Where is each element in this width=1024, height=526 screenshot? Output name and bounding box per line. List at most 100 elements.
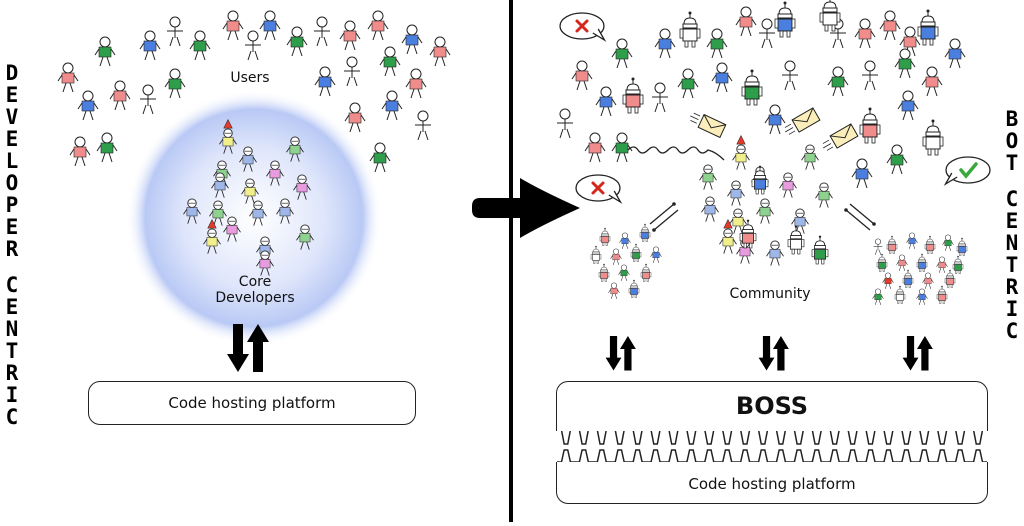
label-letter: T xyxy=(1005,151,1019,175)
boss-box: BOSS xyxy=(556,381,988,431)
community-member-icon xyxy=(729,208,747,234)
user-icon xyxy=(344,102,366,133)
robot-icon xyxy=(640,263,652,282)
robot-icon xyxy=(944,269,956,288)
core-label-line2: Developers xyxy=(215,290,295,306)
robot-icon xyxy=(628,279,640,298)
robot-icon xyxy=(590,245,602,264)
left-platform-label: Code hosting platform xyxy=(168,394,336,412)
label-letter: B xyxy=(1005,107,1019,131)
user-icon xyxy=(827,66,849,97)
community-label: Community xyxy=(729,286,811,302)
user-icon xyxy=(314,66,336,97)
core-label-line1: Core xyxy=(238,274,272,290)
robot-icon xyxy=(917,9,939,46)
label-letter: R xyxy=(1005,275,1019,299)
community-member-icon xyxy=(719,219,737,254)
core-developer-icon xyxy=(209,200,227,226)
user-icon xyxy=(862,60,878,91)
user-icon xyxy=(379,46,401,77)
mini-person-icon xyxy=(619,232,631,249)
boss-gear-teeth-top xyxy=(557,429,987,445)
rejection-speech-bubble xyxy=(559,12,607,42)
robot-icon xyxy=(894,285,906,304)
mini-person-icon xyxy=(608,282,620,299)
robot-icon xyxy=(598,263,610,282)
user-icon xyxy=(782,60,798,91)
mini-person-icon xyxy=(610,248,622,265)
core-developer-icon xyxy=(219,119,237,154)
user-icon xyxy=(167,16,183,47)
user-icon xyxy=(759,18,775,49)
label-letter: T xyxy=(1005,253,1019,277)
user-icon xyxy=(921,66,943,97)
robot-icon xyxy=(599,227,611,246)
mini-person-icon xyxy=(896,254,908,271)
cross-icon xyxy=(591,181,605,195)
core-developer-icon xyxy=(266,160,284,186)
user-icon xyxy=(764,104,786,135)
user-icon xyxy=(595,86,617,117)
label-letter: R xyxy=(5,237,19,261)
robot-icon xyxy=(956,237,968,256)
robot-icon xyxy=(936,285,948,304)
mini-person-icon xyxy=(942,234,954,251)
core-developer-icon xyxy=(293,174,311,200)
robot-icon xyxy=(902,269,914,288)
user-icon xyxy=(222,10,244,41)
cross-icon xyxy=(575,19,589,33)
community-member-icon xyxy=(791,208,809,234)
up-down-arrows-icon xyxy=(758,336,789,371)
robot-icon xyxy=(922,119,944,156)
core-developer-icon xyxy=(296,224,314,250)
user-icon xyxy=(611,132,633,163)
core-developer-icon xyxy=(183,198,201,224)
label-letter: C xyxy=(1005,187,1019,211)
label-letter: R xyxy=(5,361,19,385)
user-icon xyxy=(381,90,403,121)
checkmark-icon xyxy=(959,162,978,179)
robot-icon xyxy=(924,235,936,254)
community-member-icon xyxy=(766,240,784,266)
user-icon xyxy=(944,38,966,69)
core-developer-icon xyxy=(239,146,257,172)
robot-icon xyxy=(751,165,769,195)
mini-person-icon xyxy=(936,256,948,273)
user-icon xyxy=(94,36,116,67)
up-down-arrows-icon xyxy=(902,336,933,371)
robot-icon xyxy=(639,223,651,242)
user-icon xyxy=(401,24,423,55)
user-icon xyxy=(886,144,908,175)
mini-person-icon xyxy=(906,232,918,249)
user-icon xyxy=(735,6,757,37)
label-letter: E xyxy=(5,127,19,151)
user-icon xyxy=(245,30,261,61)
user-icon xyxy=(652,82,668,113)
label-letter: E xyxy=(5,83,19,107)
people-layer xyxy=(57,6,966,305)
bidirectional-arrow-icon xyxy=(649,202,679,232)
user-icon xyxy=(164,68,186,99)
user-icon xyxy=(140,84,156,115)
envelope-icon xyxy=(822,123,859,151)
user-icon xyxy=(899,26,921,57)
robot-icon xyxy=(622,77,644,114)
label-letter: I xyxy=(1005,297,1019,321)
user-icon xyxy=(879,10,901,41)
bidirectional-arrow-icon xyxy=(844,203,876,231)
user-icon xyxy=(897,90,919,121)
robot-icon xyxy=(916,253,928,272)
label-letter: C xyxy=(5,273,19,297)
user-icon xyxy=(557,108,573,139)
user-icon xyxy=(611,38,633,69)
label-letter: O xyxy=(1005,129,1019,153)
user-icon xyxy=(706,28,728,59)
label-letter: I xyxy=(5,383,19,407)
user-icon xyxy=(677,68,699,99)
robot-icon xyxy=(876,253,888,272)
user-icon xyxy=(259,10,281,41)
label-letter: E xyxy=(5,215,19,239)
